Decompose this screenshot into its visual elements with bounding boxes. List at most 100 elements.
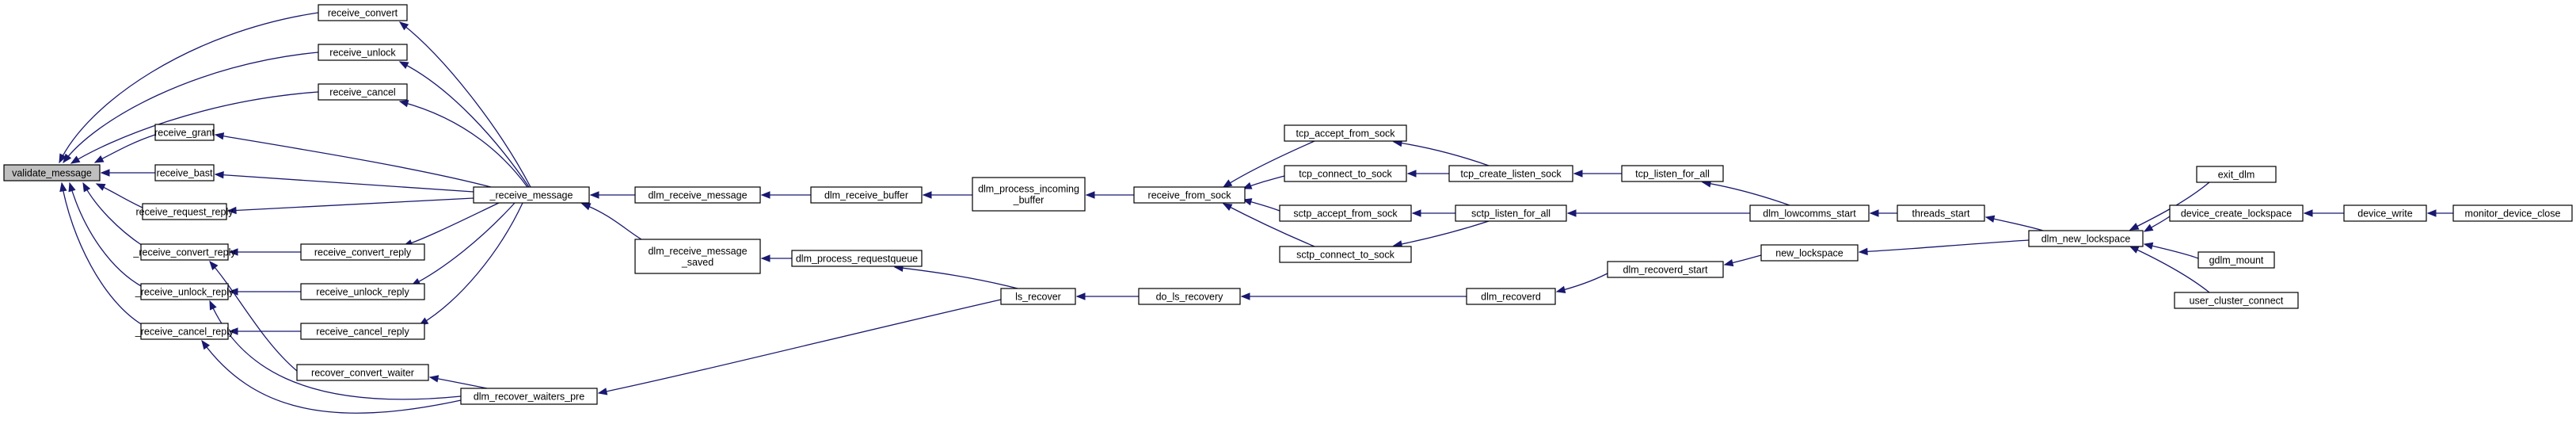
node-label: _buffer bbox=[1013, 195, 1044, 206]
node-label: receive_unlock_reply bbox=[316, 287, 409, 298]
node-label: dlm_process_requestqueue bbox=[796, 254, 918, 265]
node-receive_bast[interactable]: receive_bast bbox=[154, 164, 215, 181]
node-validate_message[interactable]: validate_message bbox=[3, 164, 101, 181]
edge-sctp_connect_to_sock-to-receive_from_sock bbox=[1222, 203, 1315, 247]
edge-receive_from_sock-to-dlm_process_incoming_buffer bbox=[1085, 191, 1134, 199]
edge-receive_convert_reply-to-_receive_convert_reply bbox=[228, 248, 301, 256]
node-dlm_lowcomms_start[interactable]: dlm_lowcomms_start bbox=[1749, 204, 1870, 222]
node-dlm_process_incoming_buffer[interactable]: dlm_process_incoming_buffer bbox=[972, 177, 1086, 212]
edge-dlm_recover_waiters_pre-to-_receive_cancel_reply bbox=[201, 339, 462, 414]
node-label: dlm_recoverd_start bbox=[1623, 265, 1709, 276]
node-label: dlm_process_incoming bbox=[978, 184, 1079, 195]
node-receive_unlock_reply[interactable]: receive_unlock_reply bbox=[300, 283, 425, 300]
node-label: dlm_receive_message bbox=[648, 246, 747, 257]
node-dlm_recoverd_start[interactable]: dlm_recoverd_start bbox=[1607, 261, 1724, 278]
edge-tcp_create_listen_sock-to-tcp_accept_from_sock bbox=[1392, 139, 1490, 166]
node-dlm_receive_message[interactable]: dlm_receive_message bbox=[634, 186, 761, 204]
node-receive_unlock[interactable]: receive_unlock bbox=[318, 44, 408, 61]
edge-receive_bast-to-validate_message bbox=[100, 169, 155, 177]
node-sctp_listen_for_all[interactable]: sctp_listen_for_all bbox=[1455, 204, 1567, 222]
edge-monitor_device_close-to-device_write bbox=[2426, 209, 2453, 217]
node-label: receive_cancel_reply bbox=[316, 327, 409, 338]
edge-_receive_message-to-receive_grant bbox=[214, 132, 492, 188]
node-tcp_create_listen_sock[interactable]: tcp_create_listen_sock bbox=[1448, 165, 1573, 182]
node-gdlm_mount[interactable]: gdlm_mount bbox=[2197, 251, 2275, 269]
node-label: threads_start bbox=[1912, 208, 1970, 220]
node-exit_dlm[interactable]: exit_dlm bbox=[2196, 166, 2277, 183]
edge-dlm_new_lockspace-to-new_lockspace bbox=[1858, 239, 2030, 256]
node-tcp_listen_for_all[interactable]: tcp_listen_for_all bbox=[1621, 165, 1724, 182]
node-dlm_recoverd[interactable]: dlm_recoverd bbox=[1466, 288, 1556, 305]
node-receive_from_sock[interactable]: receive_from_sock bbox=[1133, 186, 1246, 204]
node-label: _receive_unlock_reply bbox=[135, 287, 234, 298]
node-device_create_lockspace[interactable]: device_create_lockspace bbox=[2169, 204, 2304, 222]
edge-sctp_accept_from_sock-to-receive_from_sock bbox=[1242, 198, 1280, 212]
edge-dlm_process_incoming_buffer-to-dlm_receive_buffer bbox=[922, 191, 972, 199]
edge-_receive_message-to-receive_convert_reply bbox=[402, 202, 500, 247]
node-label: device_create_lockspace bbox=[2181, 208, 2292, 220]
node-dlm_receive_message_saved[interactable]: dlm_receive_message_saved bbox=[634, 239, 761, 274]
node-label: dlm_receive_buffer bbox=[824, 190, 908, 201]
node-sctp_connect_to_sock[interactable]: sctp_connect_to_sock bbox=[1279, 246, 1412, 263]
node-label: tcp_listen_for_all bbox=[1635, 169, 1710, 180]
node-do_ls_recovery[interactable]: do_ls_recovery bbox=[1138, 288, 1241, 305]
node-threads_start[interactable]: threads_start bbox=[1897, 204, 1985, 222]
edge-receive_cancel-to-validate_message bbox=[70, 91, 319, 164]
node-receive_cancel[interactable]: receive_cancel bbox=[318, 83, 408, 101]
node-label: gdlm_mount bbox=[2209, 255, 2264, 266]
node-receive_grant[interactable]: receive_grant bbox=[154, 124, 215, 141]
edge-_receive_message-to-receive_bast bbox=[214, 170, 474, 193]
edge-tcp_connect_to_sock-to-receive_from_sock bbox=[1242, 175, 1285, 189]
edge-_receive_unlock_reply-to-validate_message bbox=[68, 181, 143, 288]
node-dlm_recover_waiters_pre[interactable]: dlm_recover_waiters_pre bbox=[460, 388, 598, 405]
node-ls_recover[interactable]: ls_recover bbox=[1000, 288, 1076, 305]
node-new_lockspace[interactable]: new_lockspace bbox=[1760, 244, 1859, 262]
edge-dlm_receive_buffer-to-dlm_receive_message bbox=[760, 191, 811, 199]
node-dlm_process_requestqueue[interactable]: dlm_process_requestqueue bbox=[791, 250, 923, 267]
edge-dlm_recoverd_start-to-dlm_recoverd bbox=[1555, 273, 1608, 293]
node-tcp_accept_from_sock[interactable]: tcp_accept_from_sock bbox=[1284, 124, 1407, 142]
edge-dlm_receive_message-to-_receive_message bbox=[589, 191, 635, 199]
node-label: dlm_lowcomms_start bbox=[1763, 208, 1856, 220]
node-label: device_write bbox=[2357, 208, 2413, 220]
edge-ls_recover-to-dlm_recover_waiters_pre bbox=[597, 299, 1002, 395]
node-label: new_lockspace bbox=[1775, 248, 1844, 259]
edge-receive_convert-to-validate_message bbox=[59, 12, 319, 164]
node-label: dlm_receive_message bbox=[648, 190, 747, 201]
node-dlm_new_lockspace[interactable]: dlm_new_lockspace bbox=[2028, 230, 2144, 247]
node-label: exit_dlm bbox=[2218, 170, 2255, 181]
node-_receive_convert_reply[interactable]: _receive_convert_reply bbox=[132, 243, 236, 261]
node-sctp_accept_from_sock[interactable]: sctp_accept_from_sock bbox=[1279, 204, 1412, 222]
node-_receive_unlock_reply[interactable]: _receive_unlock_reply bbox=[135, 283, 234, 300]
node-recover_convert_waiter[interactable]: recover_convert_waiter bbox=[296, 364, 429, 381]
edge-tcp_listen_for_all-to-tcp_create_listen_sock bbox=[1573, 170, 1622, 178]
edge-tcp_accept_from_sock-to-receive_from_sock bbox=[1222, 140, 1315, 188]
edge-gdlm_mount-to-dlm_new_lockspace bbox=[2143, 242, 2199, 259]
node-tcp_connect_to_sock[interactable]: tcp_connect_to_sock bbox=[1284, 165, 1407, 182]
node-label: _saved bbox=[681, 257, 713, 268]
node-label: receive_request_reply bbox=[136, 207, 234, 218]
node-receive_convert_reply[interactable]: receive_convert_reply bbox=[300, 243, 425, 261]
node-label: tcp_accept_from_sock bbox=[1296, 128, 1395, 139]
node-label: tcp_create_listen_sock bbox=[1460, 169, 1562, 180]
node-label: receive_unlock bbox=[329, 48, 396, 59]
node-monitor_device_close[interactable]: monitor_device_close bbox=[2452, 204, 2573, 222]
node-receive_cancel_reply[interactable]: receive_cancel_reply bbox=[300, 323, 425, 340]
edge-dlm_new_lockspace-to-threads_start bbox=[1984, 215, 2044, 231]
node-label: dlm_new_lockspace bbox=[2041, 234, 2131, 245]
node-_receive_cancel_reply[interactable]: _receive_cancel_reply bbox=[135, 323, 234, 340]
edge-_receive_convert_reply-to-validate_message bbox=[82, 181, 143, 246]
node-label: receive_grant bbox=[154, 128, 215, 139]
edge-sctp_listen_for_all-to-sctp_connect_to_sock bbox=[1392, 220, 1490, 248]
edge-_receive_cancel_reply-to-validate_message bbox=[59, 181, 143, 326]
node-dlm_receive_buffer[interactable]: dlm_receive_buffer bbox=[810, 186, 923, 204]
node-label: receive_bast bbox=[157, 168, 213, 179]
node-user_cluster_connect[interactable]: user_cluster_connect bbox=[2174, 292, 2299, 309]
node-receive_convert[interactable]: receive_convert bbox=[318, 4, 408, 21]
edge-dlm_lowcomms_start-to-tcp_listen_for_all bbox=[1701, 180, 1790, 206]
node-device_write[interactable]: device_write bbox=[2343, 204, 2427, 222]
node-receive_request_reply[interactable]: receive_request_reply bbox=[136, 203, 234, 220]
node-label: receive_convert_reply bbox=[314, 247, 412, 258]
node-_receive_message[interactable]: _receive_message bbox=[473, 186, 590, 204]
